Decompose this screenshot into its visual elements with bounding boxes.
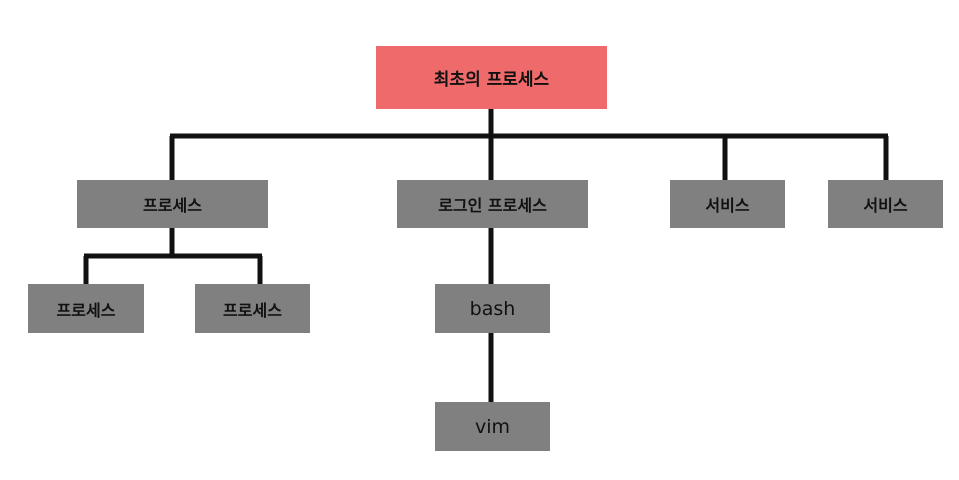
- service-node-2: 서비스: [828, 180, 943, 228]
- vim-node: vim: [435, 402, 550, 451]
- service-node-1: 서비스: [670, 180, 785, 228]
- root-process-node: 최초의 프로세스: [376, 46, 607, 109]
- child-process-node-1: 프로세스: [28, 284, 144, 333]
- bash-node: bash: [435, 284, 550, 333]
- child-process-node-2: 프로세스: [195, 284, 310, 333]
- login-process-node: 로그인 프로세스: [397, 180, 588, 228]
- process-node: 프로세스: [77, 180, 268, 228]
